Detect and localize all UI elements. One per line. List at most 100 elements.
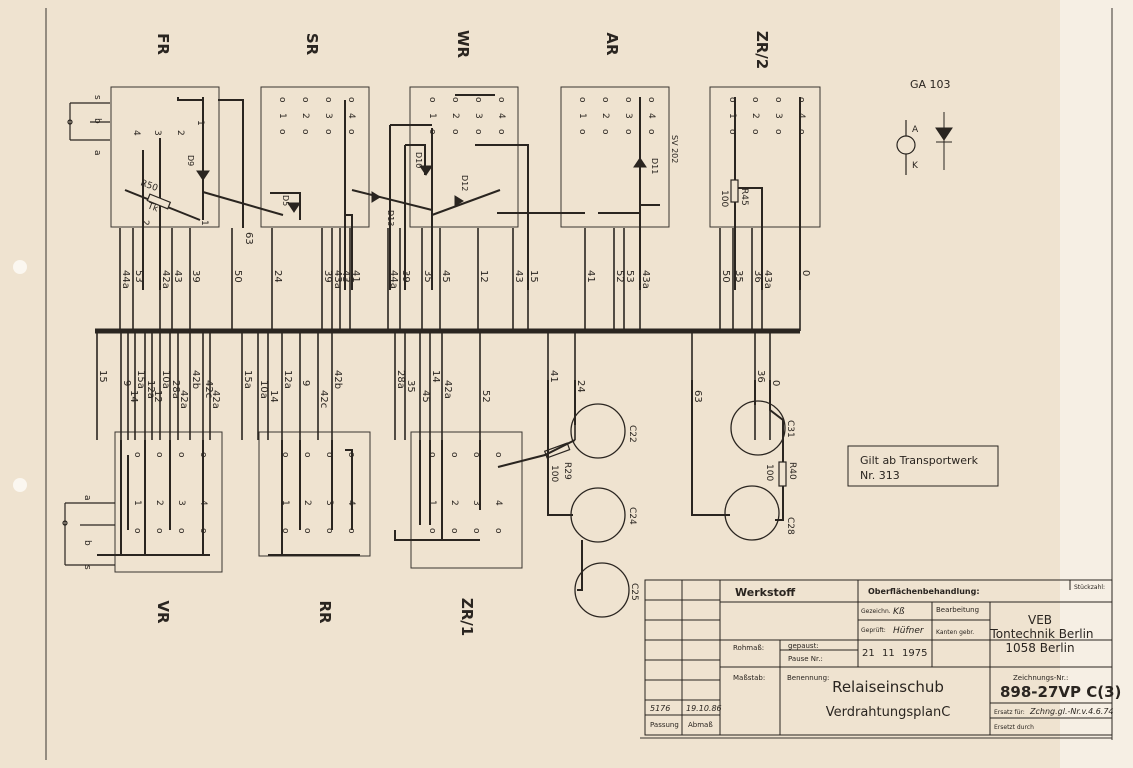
zr2-wire-b (735, 187, 763, 290)
wr-wire-d (405, 144, 426, 175)
bottom_rr-label-0: 15a (242, 370, 253, 389)
tb-ersetzt-durch: Ersetzt durch (994, 724, 1034, 731)
c31-label: C31 (785, 420, 795, 438)
bottom_zr1-label-1: 35 (405, 380, 416, 393)
zr2-pin-1-2: o (750, 129, 760, 135)
relay-label-ar: AR (603, 32, 621, 56)
diode-label-d11: D11 (650, 158, 659, 174)
ga103-label: GA 103 (910, 78, 951, 91)
sr-pin-0-0: o (277, 97, 287, 103)
sr-to-wr (351, 189, 433, 211)
switch-top-node (67, 119, 73, 125)
sr-pin-3-1: 4 (346, 113, 356, 119)
top_fr-label-3: 43 (172, 270, 183, 283)
r45-value: 100 (719, 190, 729, 207)
tb-geprueft-sig: Hüfner (893, 626, 925, 636)
fr-pin-2: 2 (140, 220, 150, 226)
rr-num-0: 1 (280, 500, 290, 506)
top_wr-label-0: 44a (388, 270, 399, 289)
cap-c25 (574, 562, 630, 618)
tb-rev-2: 19.10.86 (686, 704, 722, 713)
tb-zeichnungs-nr: 898-27VP C(3) (1000, 683, 1121, 701)
sr-pin-2-2: o (323, 129, 333, 135)
sr-pin-2-0: o (323, 97, 333, 103)
capacitor-labels: C22 C24 C25 C31 C28 (627, 420, 795, 601)
tb-kanten: Kanten gebr. (936, 629, 974, 636)
relay-label-zr2: ZR/2 (753, 31, 771, 69)
ar-pin-0-2: o (577, 129, 587, 135)
wr-pin-0-1: 1 (427, 113, 437, 119)
tb-title-1: Relaiseinschub (832, 678, 944, 696)
zr1-pin-3-2: o (493, 528, 503, 534)
relay-labels: FR SR WR AR ZR/2 VR RR ZR/1 (154, 30, 771, 636)
relay-box-zr1 (410, 431, 523, 569)
top_ar-label-1: 52 (614, 270, 625, 283)
rr-pin-0-2: o (280, 528, 290, 534)
relay-label-zr1: ZR/1 (458, 598, 476, 636)
tb-gezeichnet: Gezeichn. (861, 608, 891, 615)
zr2-pin-2-0: o (773, 97, 783, 103)
resistor-r45 (730, 179, 739, 203)
relay-box-wr (409, 86, 519, 228)
rr-pin-2-2: o (324, 528, 334, 534)
rr-pin-2-0: o (324, 452, 334, 458)
relay-box-fr (110, 86, 220, 228)
ar-pin-1-0: o (600, 97, 610, 103)
tb-rohmass: Rohmaß: (733, 644, 764, 652)
sr-wire-a (270, 192, 301, 220)
zr1-pin-0-0: o (427, 452, 437, 458)
cap-c31 (730, 400, 786, 456)
misc-label-0: 41 (548, 370, 559, 383)
bottom_zr1-label-4: 42a (442, 380, 453, 399)
note-line-2: Nr. 313 (860, 469, 900, 482)
wr-pin-2-0: o (473, 97, 483, 103)
zr1-num-2: 3 (471, 500, 481, 506)
wr-wire-g (431, 189, 501, 216)
rr-pin-0-0: o (280, 452, 290, 458)
fr-num-1: 1 (195, 120, 205, 126)
tb-ersatz-val: Zchng.gl.-Nr.v.4.6.74 (1029, 707, 1114, 716)
cap-wire-h (775, 486, 784, 521)
ar-pin-3-1: 4 (646, 113, 656, 119)
note-box: Gilt ab Transportwerk Nr. 313 (847, 445, 999, 487)
top_sr-label-4: 41 (350, 270, 361, 283)
bottom-internal-wiring (97, 380, 784, 591)
note-frame (847, 445, 999, 487)
switch-bottom-labels: a b s (82, 495, 92, 570)
bottom_vr-label-1: 9 (121, 380, 132, 386)
relay-label-fr: FR (154, 33, 172, 55)
r29-value: 100 (549, 465, 559, 482)
switch-bottom-s: s (82, 565, 92, 570)
misc-label-2: 63 (692, 390, 703, 403)
wr-pin-1-0: o (450, 97, 460, 103)
zr2-pin-1-1: 2 (750, 113, 760, 119)
bottom_vr-label-4: 12a (145, 380, 156, 399)
zr1-pin-0-2: o (427, 528, 437, 534)
top_zr2-label-0: 50 (720, 270, 731, 283)
relay-box-ar (560, 86, 670, 228)
rr-pin-1-0: o (302, 452, 312, 458)
switch-bottom (62, 502, 115, 566)
tb-bearbeitung: Bearbeitung (936, 606, 979, 614)
misc-label-4: 0 (770, 380, 781, 386)
sr-pin-3-0: o (346, 97, 356, 103)
tb-passung: Passung (650, 721, 679, 729)
cap-wire-e (691, 380, 730, 516)
bottom_zr1-label-3: 14 (430, 370, 441, 383)
fr-num-3: 3 (152, 130, 162, 136)
tb-stueckzahl: Stückzahl: (1074, 584, 1105, 591)
ga103-k-label: K (912, 161, 919, 171)
wr-pin-3-2: o (496, 129, 506, 135)
tb-gezeichnet-sig: Kß (893, 607, 905, 617)
bottom_rr-label-6: 42b (332, 370, 343, 389)
top_wr-label-6: 15 (528, 270, 539, 283)
ar-pin-1-2: o (600, 129, 610, 135)
zr2-pin-0-2: o (727, 129, 737, 135)
switch-bottom-b: b (82, 540, 92, 546)
wr-pin-1-1: 2 (450, 113, 460, 119)
top_sr-label-2: 43a (332, 270, 343, 289)
ar-pin-2-2: o (623, 129, 633, 135)
switch-top-a: a (92, 150, 102, 156)
wr-pin-3-1: 4 (496, 113, 506, 119)
